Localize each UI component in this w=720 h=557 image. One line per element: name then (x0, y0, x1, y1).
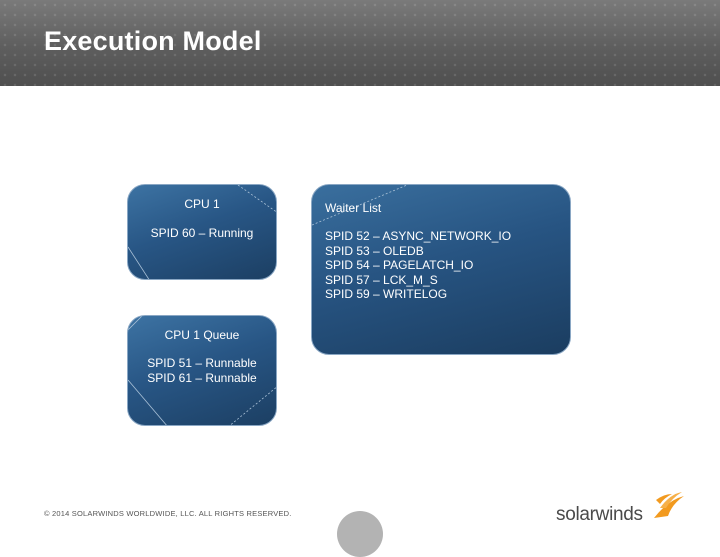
waiter-list-line: SPID 59 – WRITELOG (325, 287, 448, 301)
queue-box-line: SPID 61 – Runnable (147, 371, 257, 385)
waiter-list-line: SPID 52 – ASYNC_NETWORK_IO (325, 229, 512, 243)
header-pattern (0, 0, 720, 86)
queue-box-title: CPU 1 Queue (164, 328, 240, 342)
waiter-list-line: SPID 57 – LCK_M_S (325, 272, 438, 287)
waiter-list-title: Waiter List (325, 201, 382, 215)
slide-title: Execution Model (44, 26, 262, 56)
slide-number-circle (337, 511, 383, 557)
sun-icon (654, 492, 684, 518)
copyright-text: © 2014 SOLARWINDS WORLDWIDE, LLC. ALL RI… (44, 509, 292, 518)
cpu-box-line: SPID 60 – Running (150, 226, 254, 240)
waiter-list-box: Waiter List SPID 52 – ASYNC_NETWORK_IO S… (311, 184, 571, 355)
slide-header: Execution Model (0, 0, 720, 86)
waiter-list-line: SPID 53 – OLEDB (325, 243, 424, 258)
cpu-box-title: CPU 1 (184, 197, 220, 211)
cpu-box: CPU 1 SPID 60 – Running (127, 184, 277, 280)
queue-box: CPU 1 Queue SPID 51 – Runnable SPID 61 –… (127, 315, 277, 426)
waiter-list-line: SPID 54 – PAGELATCH_IO (325, 258, 474, 272)
queue-box-line: SPID 51 – Runnable (147, 356, 257, 370)
logo-wordmark: solarwinds (556, 504, 643, 525)
solarwinds-logo: solarwinds (556, 492, 686, 528)
